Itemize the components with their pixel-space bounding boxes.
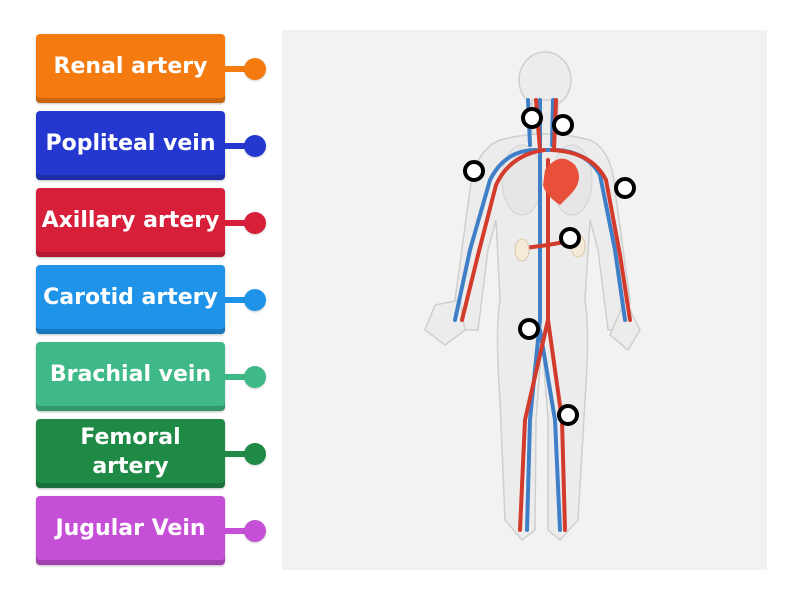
circulatory-diagram-panel xyxy=(282,30,767,570)
drop-target-5[interactable] xyxy=(559,227,581,249)
label-femoral-artery[interactable]: Femoral artery xyxy=(36,419,225,488)
connector-handle[interactable] xyxy=(244,211,266,234)
label-jugular-vein[interactable]: Jugular Vein xyxy=(36,496,225,565)
label-text: Renal artery xyxy=(53,54,208,79)
label-text: Jugular Vein xyxy=(55,516,206,541)
drop-target-7[interactable] xyxy=(557,404,579,426)
drop-target-4[interactable] xyxy=(614,177,636,199)
connector-line xyxy=(225,373,245,380)
label-text: Carotid artery xyxy=(43,285,218,310)
connector-handle[interactable] xyxy=(244,442,266,465)
label-carotid-artery[interactable]: Carotid artery xyxy=(36,265,225,334)
drop-target-3[interactable] xyxy=(463,160,485,182)
connector-handle[interactable] xyxy=(244,57,266,80)
label-renal-artery[interactable]: Renal artery xyxy=(36,34,225,103)
connector-line xyxy=(225,296,245,303)
label-brachial-vein[interactable]: Brachial vein xyxy=(36,342,225,411)
connector-line xyxy=(225,450,245,457)
label-text: Brachial vein xyxy=(49,362,212,387)
drop-target-1[interactable] xyxy=(521,107,543,129)
connector-line xyxy=(225,527,245,534)
label-popliteal-vein[interactable]: Popliteal vein xyxy=(36,111,225,180)
connector-handle[interactable] xyxy=(244,288,266,311)
connector-handle[interactable] xyxy=(244,519,266,542)
label-text: Femoral artery xyxy=(80,424,181,479)
connector-line xyxy=(225,142,245,149)
circulatory-system-illustration xyxy=(424,51,641,542)
connector-handle[interactable] xyxy=(244,365,266,388)
connector-line xyxy=(225,219,245,226)
drop-target-2[interactable] xyxy=(552,114,574,136)
connector-handle[interactable] xyxy=(244,134,266,157)
connector-line xyxy=(225,65,245,72)
drop-target-6[interactable] xyxy=(518,318,540,340)
label-text: Popliteal vein xyxy=(45,131,216,156)
label-axillary-artery[interactable]: Axillary artery xyxy=(36,188,225,257)
label-text: Axillary artery xyxy=(41,208,220,233)
